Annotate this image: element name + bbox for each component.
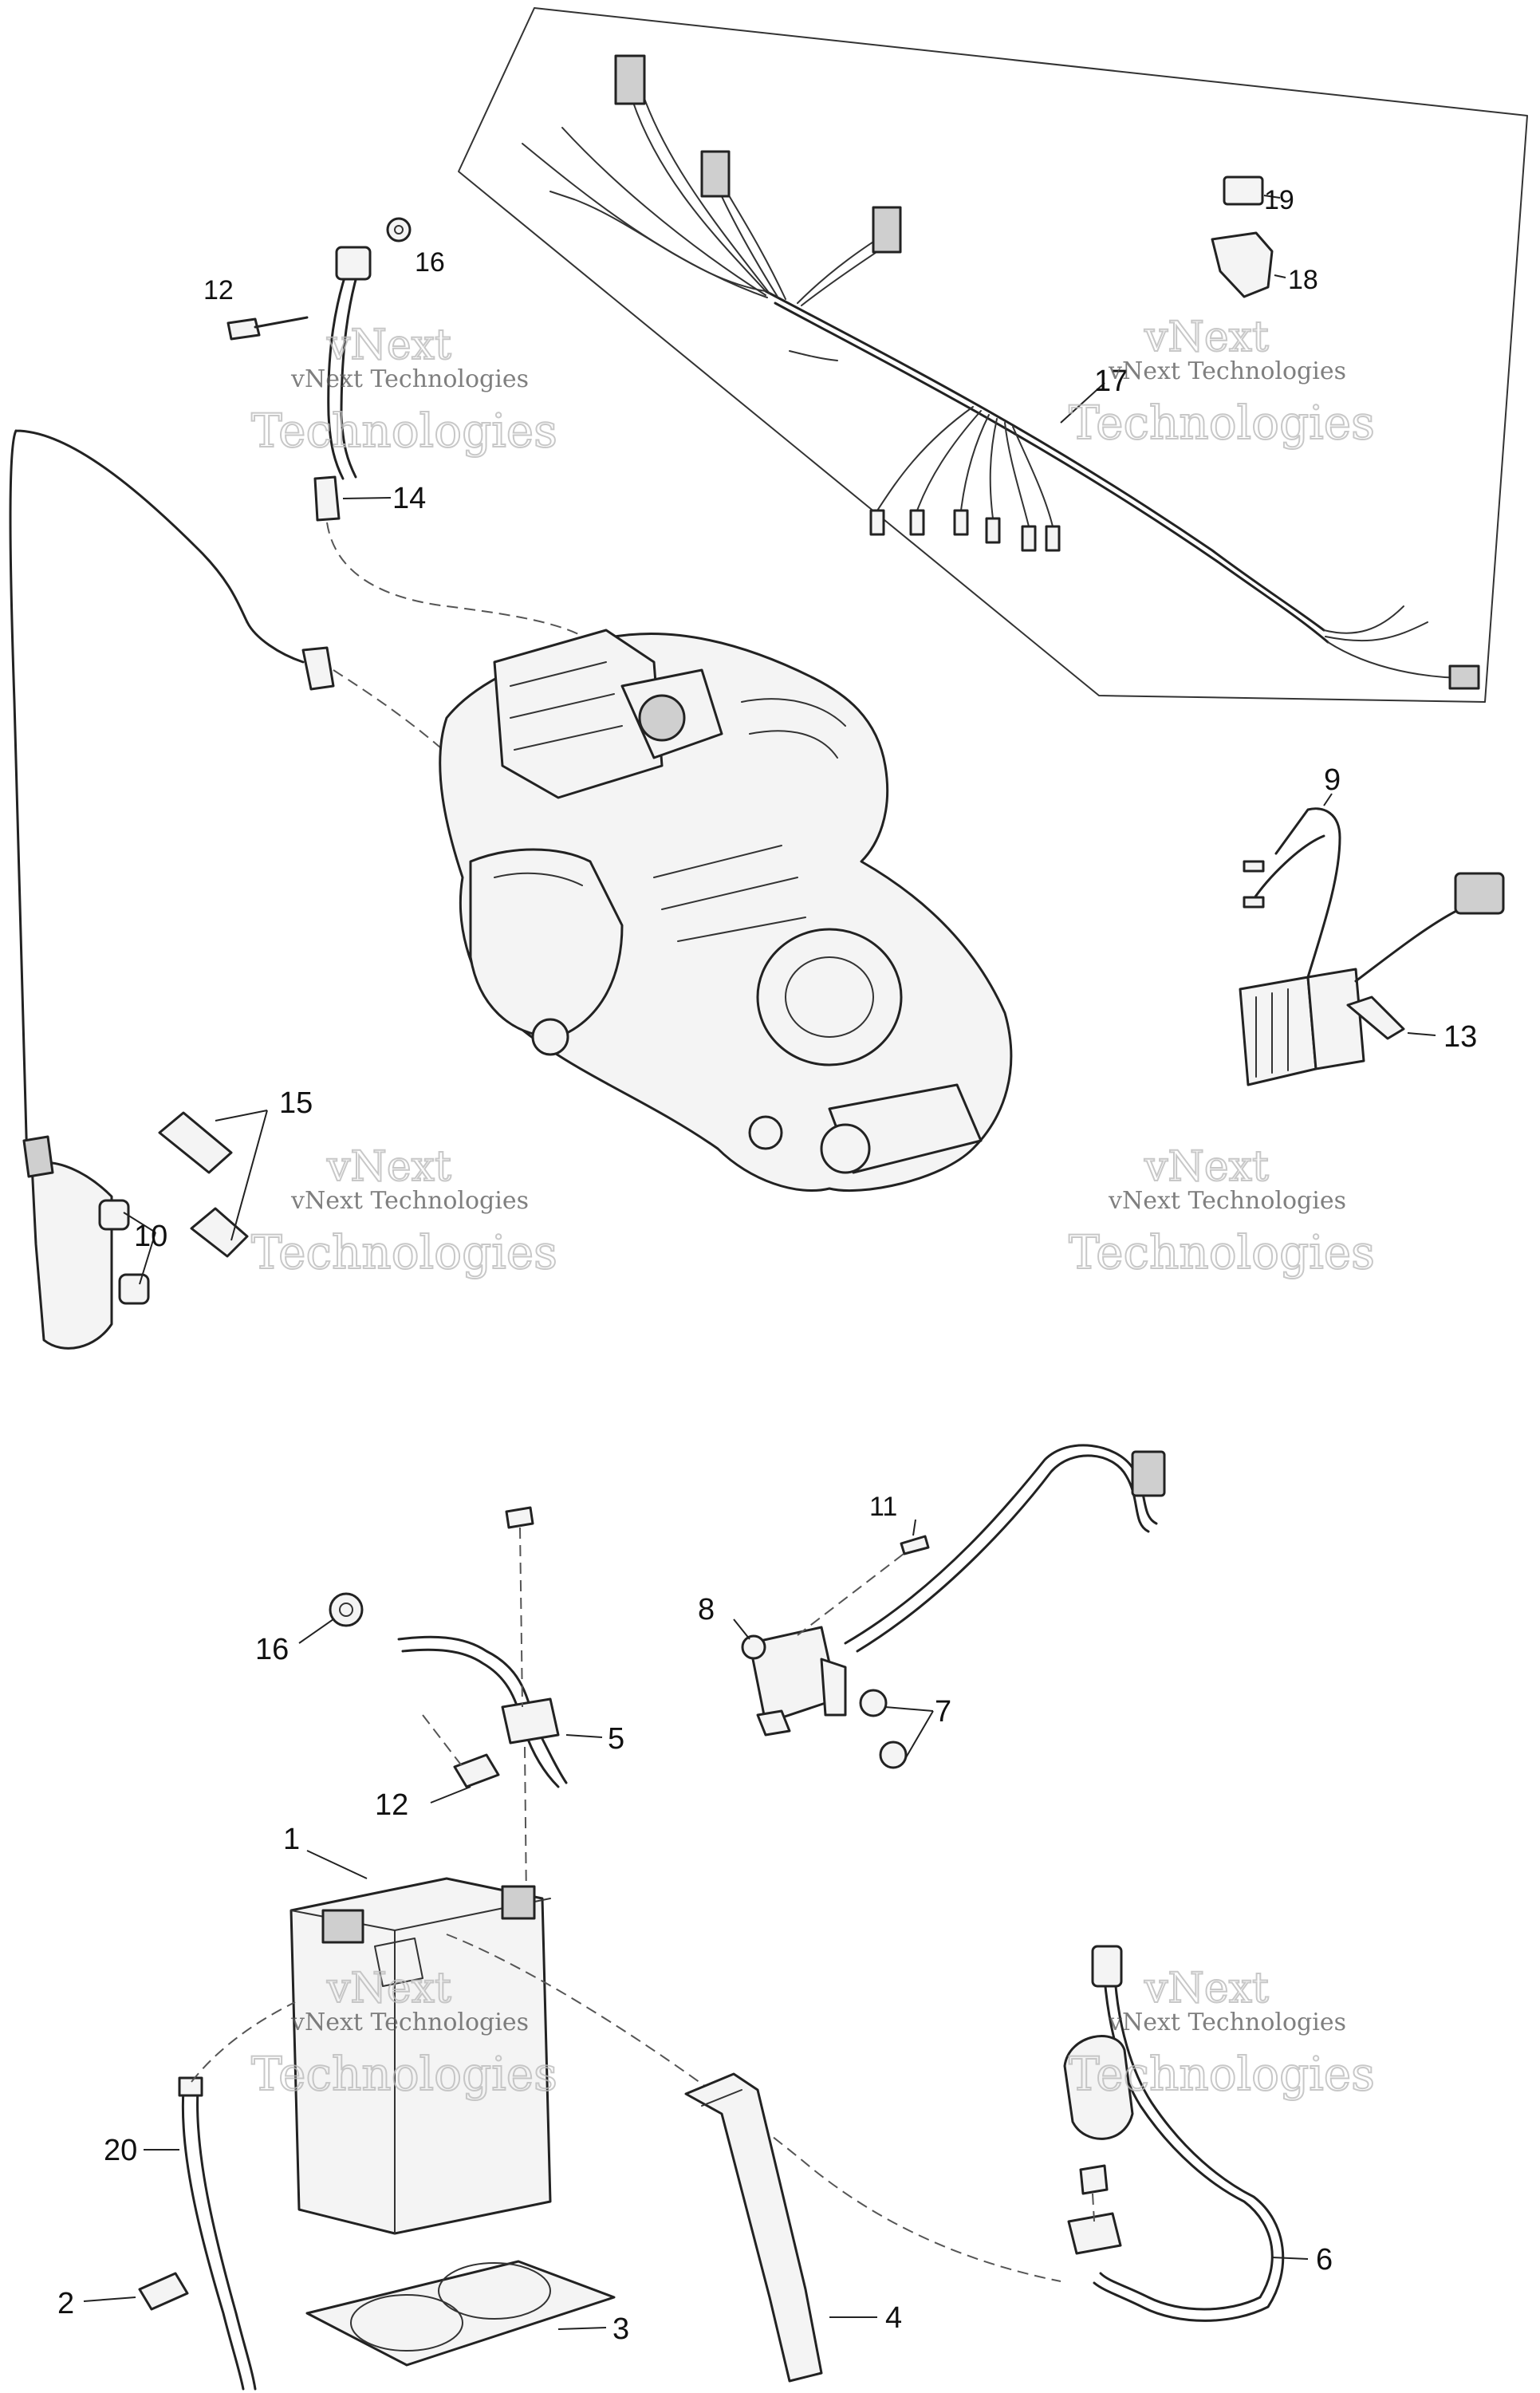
starter-relay: [733, 1444, 1166, 1769]
bolt-13: [1346, 995, 1405, 1040]
ignition-coil-assembly: [9, 429, 495, 1350]
callout-16-upper: 16: [415, 247, 445, 278]
callout-labels: 1 2 3 4 5 6 7 8 9 10 11 12 12 13 14 15 1…: [57, 185, 1477, 2346]
callout-1: 1: [283, 1823, 300, 1856]
callout-4: 4: [885, 2301, 902, 2335]
callout-15: 15: [279, 1086, 313, 1120]
bolt-15-lower: [190, 1207, 249, 1258]
spacer-10-lower: [118, 1273, 150, 1305]
watermark-mid-right: vNext vNext Technologies Technologies: [1068, 1142, 1376, 1280]
watermark-bottom-right: vNext vNext Technologies Technologies: [1068, 1964, 1376, 2102]
battery-assembly: [83, 1850, 1061, 2391]
fuse-holder-18: [1211, 231, 1274, 298]
harness-connector-mid: [700, 150, 731, 198]
svg-text:vNext Technologies: vNext Technologies: [290, 2009, 529, 2036]
inset-frame: [458, 7, 1528, 703]
callout-9: 9: [1324, 763, 1341, 797]
bolt-12-upper: [226, 317, 261, 341]
svg-text:Technologies: Technologies: [1069, 1225, 1375, 1279]
callout-8: 8: [698, 1593, 715, 1626]
harness-connector-top: [614, 54, 646, 105]
cable-lug-upper: [335, 246, 372, 281]
spark-plug-lead: [9, 429, 249, 1166]
watermark-top-right: vNext vNext Technologies Technologies: [1068, 313, 1376, 451]
bolt-top: [505, 1506, 534, 1529]
washer-16-lower: [329, 1592, 364, 1627]
spark-plug-cap: [301, 646, 335, 691]
ignition-coil: [30, 1161, 113, 1350]
callout-11: 11: [869, 1492, 897, 1522]
svg-text:Technologies: Technologies: [251, 1225, 557, 1279]
callout-16-lower: 16: [255, 1633, 289, 1666]
svg-text:vNext: vNext: [326, 1143, 451, 1191]
svg-text:Technologies: Technologies: [251, 404, 557, 458]
voltage-regulator: [1239, 793, 1505, 1086]
washer-16-upper: [386, 217, 412, 242]
svg-text:Technologies: Technologies: [251, 2047, 557, 2101]
tube-clip: [138, 2272, 189, 2311]
svg-text:vNext: vNext: [326, 1965, 451, 2013]
callout-18: 18: [1288, 265, 1318, 295]
callout-6: 6: [1316, 2243, 1333, 2277]
svg-text:vNext Technologies: vNext Technologies: [1108, 2009, 1346, 2036]
relay-plug: [1131, 1450, 1166, 1497]
regulator-connector: [1454, 872, 1505, 915]
breather-tube: [181, 2088, 245, 2391]
svg-text:vNext Technologies: vNext Technologies: [1108, 1187, 1346, 1215]
ground-cable-upper: [226, 217, 587, 639]
bolt-15-upper: [158, 1111, 233, 1174]
harness-connector-right: [872, 206, 902, 254]
nut-7-lower: [879, 1741, 908, 1769]
callout-17: 17: [1094, 365, 1128, 398]
cable-bolt: [1079, 2164, 1109, 2195]
svg-text:Technologies: Technologies: [1069, 396, 1375, 450]
bolt-12-lower: [453, 1753, 500, 1788]
engine-block: [439, 629, 1013, 1193]
battery: [289, 1877, 552, 2235]
watermark-bottom-left: vNext vNext Technologies Technologies: [250, 1964, 558, 2102]
callout-12-upper: 12: [203, 275, 234, 306]
callout-12-lower: 12: [375, 1788, 408, 1822]
watermark-mid-left: vNext vNext Technologies Technologies: [250, 1142, 558, 1280]
svg-text:vNext: vNext: [1144, 1965, 1269, 2013]
spacer-10-upper: [98, 1199, 130, 1231]
svg-text:vNext Technologies: vNext Technologies: [1108, 357, 1346, 385]
wiring-harness-inset: [458, 7, 1528, 703]
nut-7-upper: [859, 1689, 888, 1717]
callout-3: 3: [612, 2312, 629, 2346]
terminal-boot: [1063, 2035, 1134, 2140]
callout-20: 20: [104, 2134, 137, 2167]
negative-battery-cable: [1063, 1945, 1309, 2322]
callout-13: 13: [1444, 1020, 1477, 1054]
svg-text:Technologies: Technologies: [1069, 2047, 1375, 2101]
svg-text:vNext Technologies: vNext Technologies: [290, 1187, 529, 1215]
fuse-19: [1223, 175, 1264, 206]
callout-14: 14: [392, 482, 426, 515]
callout-2: 2: [57, 2287, 74, 2320]
callout-10: 10: [134, 1220, 167, 1253]
callout-5: 5: [608, 1722, 624, 1756]
positive-battery-cable: [298, 1506, 603, 2059]
bolt-14: [313, 475, 341, 522]
harness-terminals: [869, 509, 1061, 552]
svg-text:vNext Technologies: vNext Technologies: [290, 365, 529, 393]
screw-11: [900, 1535, 930, 1555]
harness-trunk: [764, 290, 1325, 632]
callout-7: 7: [935, 1695, 951, 1729]
harness-branch-wires: [522, 79, 896, 306]
svg-text:vNext: vNext: [1144, 313, 1269, 361]
callout-19: 19: [1264, 185, 1294, 215]
watermark-top-left: vNext vNext Technologies Technologies: [250, 321, 558, 459]
svg-text:vNext: vNext: [1144, 1143, 1269, 1191]
svg-text:vNext: vNext: [326, 321, 451, 369]
battery-strap: [684, 2072, 877, 2383]
